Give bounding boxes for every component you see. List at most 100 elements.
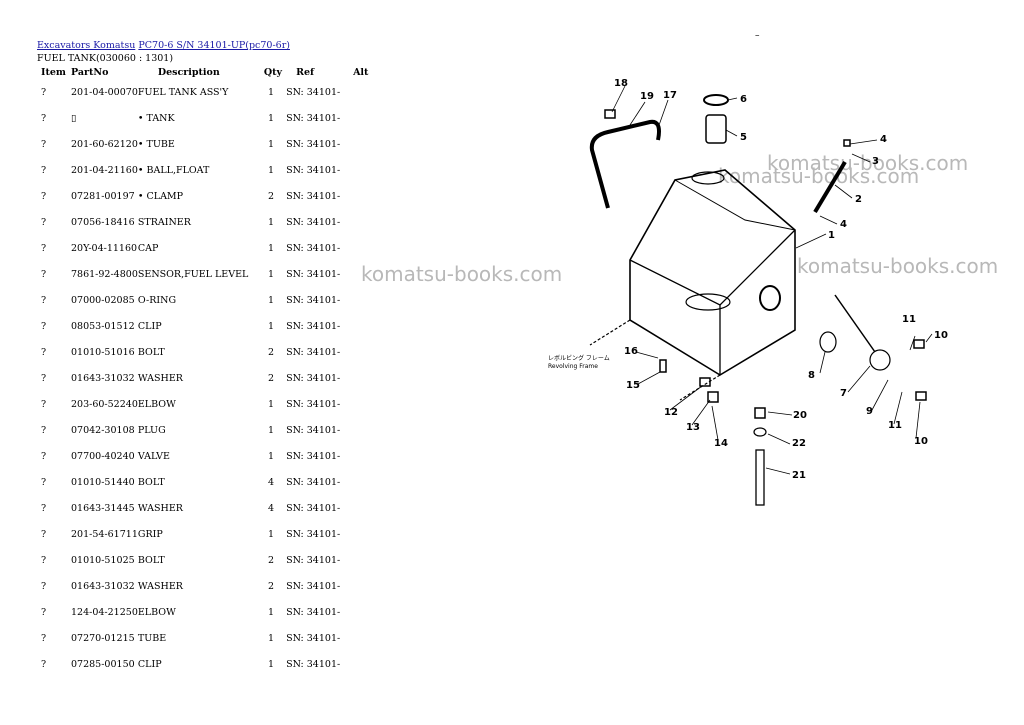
partno-cell: 07281-00197: [71, 190, 135, 202]
partno-cell: 01010-51025: [71, 554, 135, 566]
qty-cell: 4: [267, 502, 274, 514]
partno-cell: 01010-51440: [71, 476, 135, 488]
description-cell: • TANK: [137, 112, 175, 124]
item-cell: ?: [41, 294, 47, 306]
item-cell: ?: [41, 632, 47, 644]
ref-cell: SN: 34101-: [286, 216, 341, 228]
exploded-parts-diagram: 1 2 3 4 4 5 6 7 8 9 10 10 11 11 12 13 14…: [548, 78, 948, 506]
parts-table-header: Item PartNo Description Qty Ref Alt: [37, 66, 373, 79]
ref-cell: SN: 34101-: [286, 346, 341, 358]
qty-cell: 1: [267, 398, 274, 410]
alt-cell: [353, 131, 373, 157]
alt-cell: [353, 469, 373, 495]
qty-cell: 1: [267, 86, 274, 98]
fuel-tank-drawing: [589, 169, 796, 401]
description-cell: STRAINER: [137, 216, 191, 228]
partno-cell: 124-04-21250: [71, 606, 138, 618]
partno-cell: 201-04-00070: [71, 86, 138, 98]
qty-cell: 2: [267, 190, 274, 202]
ref-cell: SN: 34101-: [286, 190, 341, 202]
sensor-drawing: [819, 294, 891, 371]
item-cell: ?: [41, 242, 47, 254]
header-item: Item: [41, 67, 66, 78]
alt-cell: [353, 573, 373, 599]
alt-cell: [353, 495, 373, 521]
revolving-frame-label-jp: レボルビング フレーム: [548, 354, 610, 362]
qty-cell: 1: [267, 294, 274, 306]
item-cell: ?: [41, 450, 47, 462]
qty-cell: 1: [267, 658, 274, 670]
qty-cell: 2: [267, 554, 274, 566]
breadcrumb-link-category[interactable]: Excavators Komatsu: [37, 40, 136, 51]
item-cell: ?: [41, 398, 47, 410]
qty-cell: 1: [267, 320, 274, 332]
item-cell: ?: [41, 424, 47, 436]
alt-cell: [353, 105, 373, 131]
item-cell: ?: [41, 372, 47, 384]
ref-cell: SN: 34101-: [286, 164, 341, 176]
description-cell: O-RING: [137, 294, 177, 306]
partno-cell: 01643-31032: [71, 580, 135, 592]
description-cell: GRIP: [137, 528, 163, 540]
ref-cell: SN: 34101-: [286, 632, 341, 644]
leader-lines: [611, 85, 933, 475]
tube-drawing: [813, 160, 847, 214]
alt-cell: [353, 625, 373, 651]
item-cell: ?: [41, 476, 47, 488]
callout-9: 9: [866, 406, 873, 417]
watermark: komatsu-books.com: [361, 262, 563, 286]
partno-cell: 01010-51016: [71, 346, 135, 358]
qty-cell: 1: [267, 528, 274, 540]
description-cell: BOLT: [137, 346, 165, 358]
description-cell: WASHER: [137, 502, 183, 514]
description-cell: CAP: [137, 242, 159, 254]
ref-cell: SN: 34101-: [286, 476, 341, 488]
alt-cell: [353, 79, 373, 105]
callout-10: 10: [914, 436, 928, 447]
partno-cell: 07270-01215: [71, 632, 135, 644]
cap-drawing: [703, 94, 729, 144]
ref-cell: SN: 34101-: [286, 502, 341, 514]
partno-cell: 01643-31032: [71, 372, 135, 384]
item-cell: ?: [41, 528, 47, 540]
partno-cell: 201-60-62120: [71, 138, 138, 150]
qty-cell: 1: [267, 164, 274, 176]
alt-cell: [353, 313, 373, 339]
description-cell: BOLT: [137, 554, 165, 566]
description-cell: BOLT: [137, 476, 165, 488]
callout-7: 7: [840, 388, 847, 399]
qty-cell: 1: [267, 138, 274, 150]
callout-12: 12: [664, 407, 678, 418]
parts-table: Item PartNo Description Qty Ref Alt ?201…: [37, 66, 373, 677]
partno-cell: 07000-02085: [71, 294, 135, 306]
item-cell: ?: [41, 268, 47, 280]
partno-cell: 07285-00150: [71, 658, 135, 670]
watermark: komatsu-books.com: [767, 151, 969, 175]
callout-14: 14: [714, 438, 728, 449]
partno-cell: ▯: [71, 112, 77, 124]
callout-11: 11: [902, 314, 916, 325]
item-cell: ?: [41, 658, 47, 670]
header-description: Description: [157, 67, 220, 78]
breadcrumb-link-model[interactable]: PC70-6 S/N 34101-UP(pc70-6r): [138, 40, 290, 51]
description-cell: WASHER: [137, 580, 183, 592]
alt-cell: [353, 183, 373, 209]
ref-cell: SN: 34101-: [286, 86, 341, 98]
qty-cell: 1: [267, 632, 274, 644]
alt-cell: [353, 443, 373, 469]
alt-cell: [353, 417, 373, 443]
qty-cell: 1: [267, 242, 274, 254]
item-cell: ?: [41, 554, 47, 566]
ref-cell: SN: 34101-: [286, 242, 341, 254]
ref-cell: SN: 34101-: [286, 606, 341, 618]
